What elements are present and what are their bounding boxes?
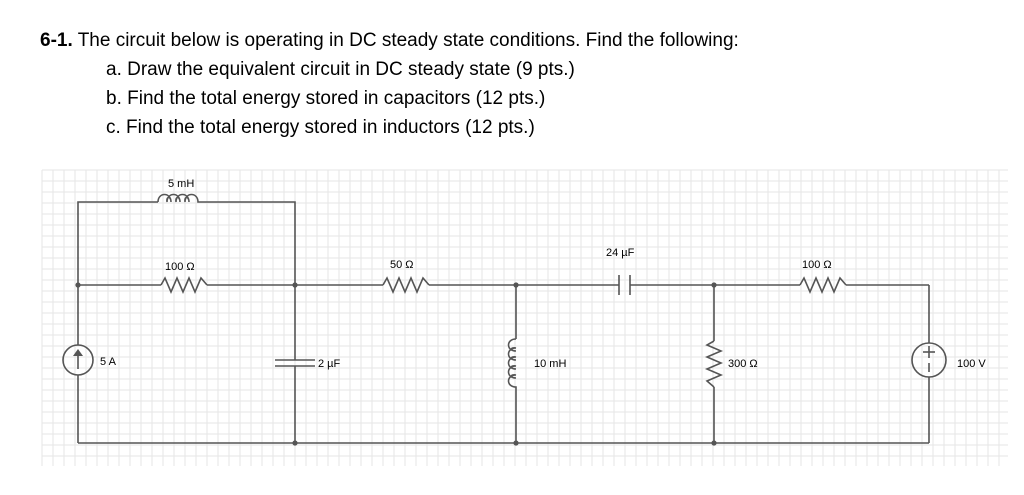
problem-parts: a. Draw the equivalent circuit in DC ste…: [40, 55, 1000, 142]
current-arrowhead-icon: [73, 349, 83, 356]
label-capacitor-24uf: 24 µF: [606, 247, 635, 259]
resistor-50-symbol: [382, 275, 430, 295]
junction-dots: [75, 282, 717, 446]
inductor-5mh-symbol: [157, 193, 207, 203]
junction-dot: [292, 282, 298, 288]
circuit-components: [62, 193, 947, 389]
junction-dot: [711, 440, 717, 446]
label-current-source: 5 A: [100, 356, 117, 368]
label-capacitor-2uf: 2 µF: [318, 358, 341, 370]
resistor-100-left-symbol: [160, 275, 208, 295]
junction-dot: [292, 440, 298, 446]
part-a: a. Draw the equivalent circuit in DC ste…: [106, 59, 575, 80]
junction-dot: [513, 282, 519, 288]
label-resistor-100-left: 100 Ω: [165, 261, 195, 273]
junction-dot: [711, 282, 717, 288]
label-resistor-300: 300 Ω: [728, 358, 758, 370]
problem-text: 6-1. The circuit below is operating in D…: [40, 26, 1000, 142]
inductor-10mh-symbol: [507, 338, 517, 389]
label-voltage-source: 100 V: [957, 358, 986, 370]
resistor-100-right-symbol: [799, 275, 847, 295]
voltage-source-symbol: [911, 342, 947, 378]
junction-dot: [513, 440, 519, 446]
junction-dot: [75, 282, 81, 288]
problem-title: 6-1. The circuit below is operating in D…: [40, 30, 739, 51]
part-c: c. Find the total energy stored in induc…: [106, 117, 535, 138]
label-inductor-5mh: 5 mH: [168, 178, 194, 190]
problem-number: 6-1: [40, 30, 68, 51]
wire-top-loop: [77, 201, 296, 285]
current-source-symbol: [62, 344, 94, 376]
label-resistor-100-right: 100 Ω: [802, 259, 832, 271]
label-inductor-10mh: 10 mH: [534, 358, 566, 370]
resistor-300-symbol: [704, 340, 724, 388]
part-b: b. Find the total energy stored in capac…: [106, 88, 546, 109]
problem-statement: The circuit below is operating in DC ste…: [77, 30, 739, 51]
grid-background: [41, 169, 1008, 466]
component-labels: 5 mH 100 Ω 50 Ω 24 µF 100 Ω 5 A 2 µF 10 …: [100, 178, 986, 370]
label-resistor-50: 50 Ω: [390, 259, 414, 271]
